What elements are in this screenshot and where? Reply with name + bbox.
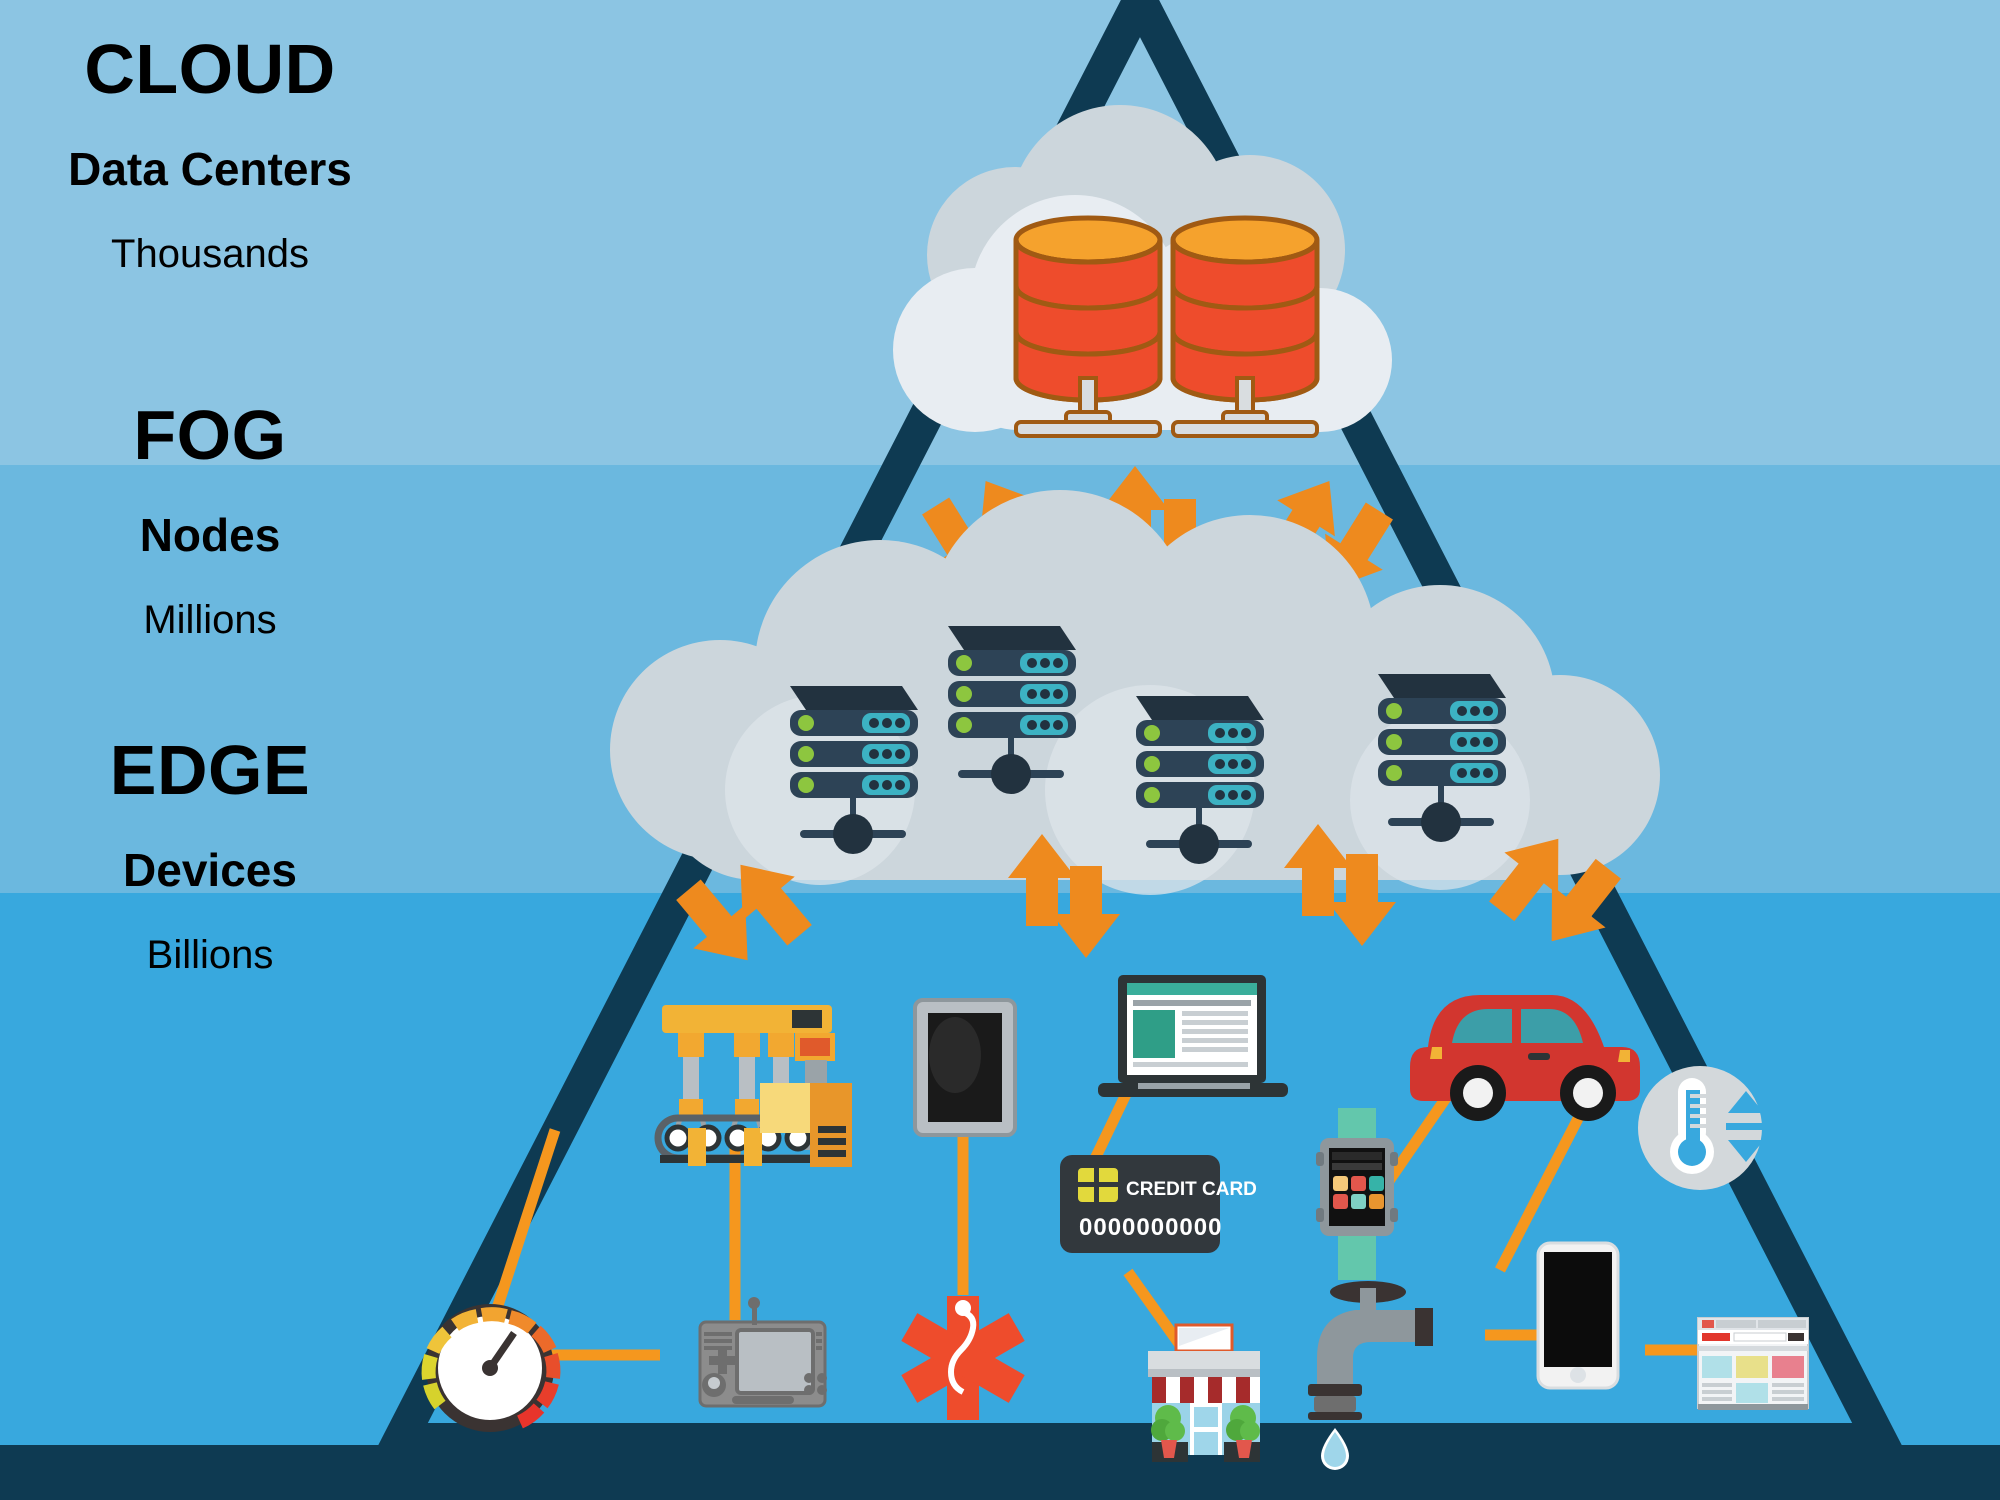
tier-count-fog: Millions	[143, 598, 277, 642]
tier-label-edge: EDGE Devices Billions	[0, 735, 420, 975]
credit-card-number-text: 0000000000	[1079, 1214, 1222, 1241]
tier-label-fog: FOG Nodes Millions	[0, 400, 420, 640]
tier-count-cloud: Thousands	[111, 232, 309, 276]
industrial-robot-icon	[654, 1005, 852, 1167]
tier-subtitle-edge: Devices	[123, 844, 297, 896]
tier-title-cloud: CLOUD	[84, 30, 336, 108]
tier-count-edge: Billions	[146, 933, 274, 977]
smartphone-icon	[1536, 1241, 1620, 1390]
game-console-icon	[698, 1297, 827, 1408]
thermostat-icon	[1638, 1066, 1768, 1190]
storefront-icon	[1148, 1323, 1260, 1462]
tier-subtitle-fog: Nodes	[139, 509, 281, 561]
laptop-icon	[1098, 975, 1288, 1097]
fog-nodes-illustration	[610, 490, 1660, 895]
tier-title-fog: FOG	[133, 396, 287, 474]
faucet-icon	[1308, 1281, 1433, 1470]
smartwatch-icon	[1316, 1108, 1398, 1280]
cloud-datacenter-illustration	[893, 105, 1392, 436]
browser-window-icon	[1697, 1317, 1809, 1410]
tier-title-edge: EDGE	[109, 731, 311, 809]
medical-icon	[901, 1296, 1025, 1420]
tier-label-cloud: CLOUD Data Centers Thousands	[0, 34, 420, 274]
car-icon	[1410, 995, 1640, 1121]
credit-card-icon: CREDIT CARD 0000000000	[1060, 1155, 1257, 1253]
gauge-icon	[421, 1304, 561, 1432]
base-strip	[0, 1445, 2000, 1500]
tier-subtitle-cloud: Data Centers	[68, 143, 352, 195]
tablet-icon	[913, 998, 1017, 1137]
credit-card-brand-text: CREDIT CARD	[1126, 1179, 1257, 1200]
